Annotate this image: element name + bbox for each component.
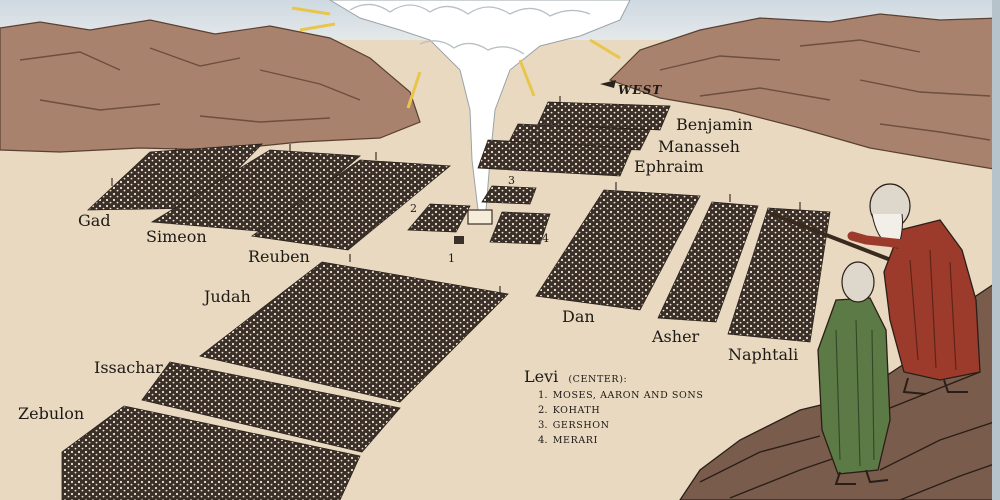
legend-title-text: Levi <box>524 367 558 386</box>
tribe-label-simeon: Simeon <box>146 227 207 246</box>
legend-item-text: Merari <box>553 435 598 446</box>
moses-robe-folds <box>909 249 957 371</box>
tabernacle-altar <box>454 236 464 244</box>
right-mountains <box>608 13 1000 171</box>
camp-dan <box>535 189 701 311</box>
camp-zebulon <box>61 405 361 500</box>
legend-item-3: 3. Gershon <box>538 420 610 431</box>
tribe-label-reuben: Reuben <box>248 247 310 266</box>
moses-figure <box>770 183 981 395</box>
tribe-label-ephraim: Ephraim <box>634 157 704 176</box>
camp-asher <box>657 201 759 323</box>
tribe-label-manasseh: Manasseh <box>658 137 740 156</box>
legend-item-text: Moses, Aaron and sons <box>553 390 704 401</box>
legend-item-number: 1. <box>538 390 548 401</box>
legend-item-number: 3. <box>538 420 548 431</box>
levi-number-1: 1 <box>448 252 455 265</box>
legend-item-2: 2. Kohath <box>538 405 600 416</box>
cloud-billows <box>349 3 591 55</box>
moses-arm <box>847 231 909 249</box>
moses-feet <box>902 377 968 395</box>
legend-item-text: Gershon <box>553 420 610 431</box>
companion-figure <box>817 261 891 485</box>
tribe-label-zebulon: Zebulon <box>18 404 84 423</box>
legend-title: Levi (center): <box>524 367 627 386</box>
cloud-rays <box>291 6 621 109</box>
levi-legend: Levi (center): 1. Moses, Aaron and sons … <box>524 367 703 446</box>
camp-judah <box>199 261 509 403</box>
staff <box>770 212 898 264</box>
companion-robe <box>817 297 891 475</box>
levi-number-2: 2 <box>410 202 417 215</box>
levi-number-4: 4 <box>542 232 549 245</box>
west-arrow-icon <box>600 80 616 88</box>
direction-label: WEST <box>618 83 662 97</box>
foreground-rock-strata <box>699 371 1000 500</box>
legend-item-number: 2. <box>538 405 548 416</box>
tabernacle <box>467 209 493 225</box>
camp-issachar <box>141 361 401 453</box>
tribe-label-naphtali: Naphtali <box>728 345 798 364</box>
tribe-label-issachar: Issachar <box>94 358 163 377</box>
legend-item-1: 1. Moses, Aaron and sons <box>538 390 703 401</box>
right-frame-edge <box>992 0 1000 500</box>
companion-head <box>841 261 875 303</box>
tribe-label-benjamin: Benjamin <box>676 115 753 134</box>
camp-kohath <box>407 203 471 233</box>
legend-item-4: 4. Merari <box>538 435 598 446</box>
tribe-label-gad: Gad <box>78 211 111 230</box>
camp-blocks <box>61 101 831 500</box>
camp-ephraim <box>477 139 633 177</box>
right-mountain-ridges <box>659 39 991 141</box>
tribe-label-judah: Judah <box>202 287 251 306</box>
levi-number-3: 3 <box>508 174 515 187</box>
foreground-rocks <box>679 279 1000 500</box>
camp-gershon <box>481 185 537 205</box>
companion-feet <box>834 469 889 485</box>
legend-subtitle: (center): <box>568 374 627 385</box>
camp-reuben <box>250 159 452 251</box>
legend-item-number: 4. <box>538 435 548 446</box>
companion-robe-folds <box>835 319 875 467</box>
tribe-label-dan: Dan <box>562 307 595 326</box>
camp-naphtali <box>727 207 831 343</box>
standard-poles <box>111 96 801 294</box>
left-mountain-ridges <box>19 47 361 123</box>
camp-merari <box>489 211 551 245</box>
tribe-label-asher: Asher <box>651 327 700 346</box>
camp-benjamin <box>537 101 671 131</box>
legend-item-text: Kohath <box>553 405 600 416</box>
